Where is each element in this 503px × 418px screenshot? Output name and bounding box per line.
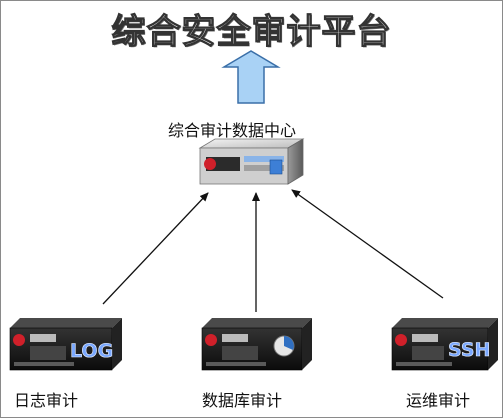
- db-server-icon: [201, 318, 312, 371]
- ssh-badge: SSH: [448, 339, 490, 361]
- page-title: 综合安全审计平台: [111, 11, 392, 52]
- ssh-server-icon: SSH: [391, 318, 498, 371]
- up-arrow-icon: [221, 50, 281, 104]
- arrow-ssh-to-center: [291, 189, 444, 299]
- log-server-icon: LOG: [9, 318, 122, 371]
- center-server-icon: [198, 138, 305, 185]
- arrow-log-to-center: [102, 192, 209, 305]
- log-audit-label: 日志审计: [14, 391, 79, 410]
- db-audit-label: 数据库审计: [202, 391, 283, 410]
- center-node-label: 综合审计数据中心: [168, 121, 297, 140]
- log-badge: LOG: [70, 340, 113, 362]
- ops-audit-label: 运维审计: [406, 391, 471, 410]
